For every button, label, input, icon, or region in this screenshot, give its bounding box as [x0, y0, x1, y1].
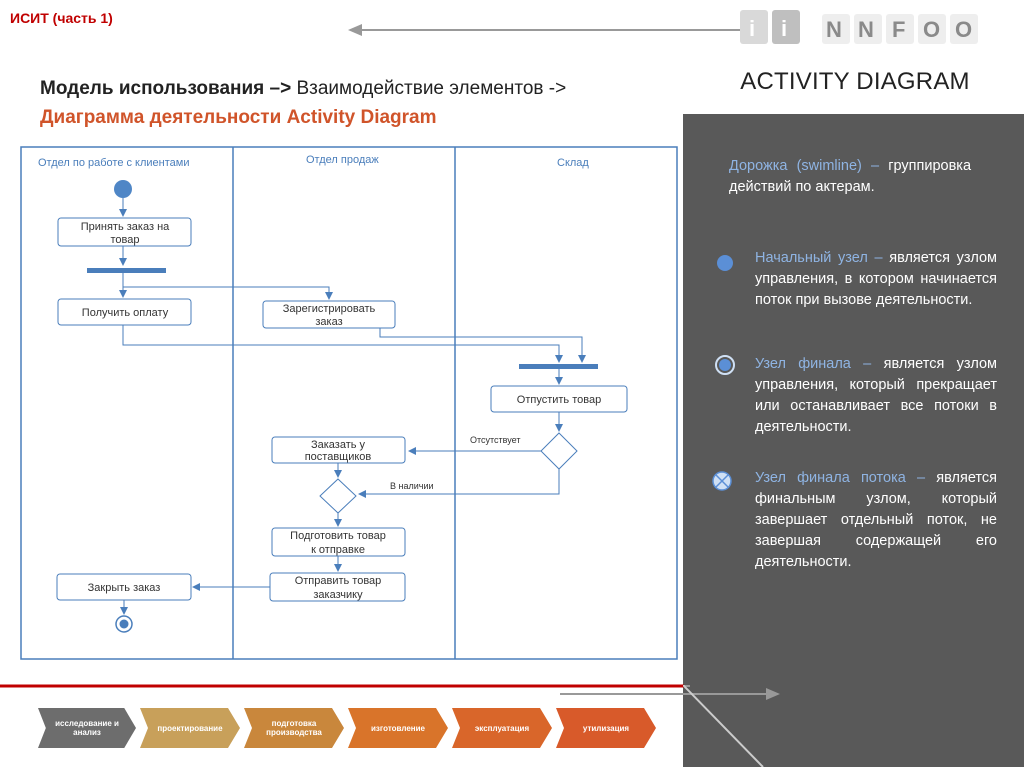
stage-research-label: исследование и анализ	[55, 719, 119, 737]
stage-operation-label: эксплуатация	[474, 723, 530, 733]
action-get-payment	[57, 298, 192, 326]
guard-available: В наличии	[390, 481, 434, 491]
title-rest-part: Взаимодействие элементов ->	[291, 78, 567, 99]
legend-initial-node: Начальный узел – является узлом управлен…	[755, 248, 997, 311]
register-order-line1: Зарегистрировать	[283, 303, 376, 315]
top-arrow-decoration	[348, 24, 748, 36]
bottom-arrow-decoration	[0, 684, 780, 700]
stage-design: проектирование	[140, 708, 240, 748]
accept-order-line1: Принять заказ на	[81, 221, 170, 233]
svg-text:N: N	[826, 17, 842, 42]
svg-text:i: i	[781, 16, 787, 41]
join-bar	[519, 364, 598, 369]
course-title: ИСИТ (часть 1)	[10, 10, 113, 26]
stage-preparation-label: подготовка производства	[266, 719, 322, 737]
action-register-order	[262, 300, 396, 329]
register-order-line2: заказ	[315, 316, 342, 328]
get-payment-label: Получить оплату	[82, 307, 169, 319]
legend-swimlane: Дорожка (swimline) – группировка действи…	[729, 156, 971, 198]
final-desc: является узлом управления, который прекр…	[755, 356, 998, 435]
prepare-line1: Подготовить товар	[290, 530, 386, 542]
stage-manufacturing: изготовление	[348, 708, 448, 748]
fork-bar-1	[87, 268, 166, 273]
svg-text:i: i	[749, 16, 755, 41]
order-suppliers-line1: Заказать у	[311, 439, 366, 451]
stage-research: исследование и анализ	[38, 708, 136, 748]
flowfinal-desc: является финальным узлом, который заверш…	[755, 470, 997, 570]
close-order-label: Закрыть заказ	[88, 582, 161, 594]
swimlane-desc: группировка действий по актерам.	[729, 158, 972, 195]
stage-manufacturing-label: изготовление	[371, 723, 425, 733]
stage-disposal: утилизация	[556, 708, 656, 748]
stage-design-label: проектирование	[157, 723, 223, 733]
final-node-core	[119, 619, 129, 629]
stage-operation: эксплуатация	[452, 708, 552, 748]
svg-text:O: O	[955, 17, 972, 42]
activity-diagram-heading: ACTIVITY DIAGRAM	[740, 68, 970, 95]
initial-node-icon	[717, 255, 733, 271]
swimlane-term: Дорожка (swimline) –	[729, 158, 880, 174]
svg-text:N: N	[858, 17, 874, 42]
prepare-line2: к отправке	[311, 544, 365, 556]
slide-title-line-1: Модель использования –> Взаимодействие э…	[40, 78, 566, 100]
legend-panel: Дорожка (swimline) – группировка действи…	[683, 114, 1024, 767]
innfoo-logo: i i N N F O O	[740, 10, 978, 44]
flow-available	[358, 469, 560, 498]
stage-preparation: подготовка производства	[244, 708, 344, 748]
stage-disposal-label: утилизация	[582, 723, 630, 733]
release-goods-label: Отпустить товар	[517, 394, 601, 406]
lane-label-sales: Отдел продаж	[306, 154, 379, 166]
flow-final-node-icon	[712, 471, 732, 491]
action-accept-order	[57, 217, 192, 247]
initial-desc: является узлом управления, в котором нач…	[755, 250, 997, 308]
guard-absent: Отсутствует	[470, 435, 520, 445]
accept-order-line2: товар	[111, 234, 140, 246]
flow-payment-join	[122, 325, 563, 363]
legend-final-node: Узел финала – является узлом управления,…	[755, 354, 997, 438]
lane-label-warehouse: Склад	[557, 157, 589, 169]
slide-title-line-2: Диаграмма деятельности Activity Diagram	[40, 107, 437, 128]
send-line1: Отправить товар	[295, 575, 382, 587]
flowfinal-term: Узел финала потока –	[755, 470, 926, 486]
initial-node	[114, 180, 132, 198]
lane-label-clients: Отдел по работе с клиентами	[38, 157, 190, 169]
send-line2: заказчику	[313, 589, 363, 601]
final-node-icon	[715, 355, 735, 375]
lifecycle-bar: исследование и анализ проектирование под…	[38, 708, 658, 750]
order-suppliers-line2: поставщиков	[305, 451, 372, 463]
legend-flow-final-node: Узел финала потока – является финальным …	[755, 468, 997, 573]
svg-text:F: F	[892, 17, 905, 42]
svg-text:O: O	[923, 17, 940, 42]
title-bold-part: Модель использования –>	[40, 78, 292, 99]
final-term: Узел финала –	[755, 356, 872, 372]
initial-term: Начальный узел –	[755, 250, 883, 266]
flow-fork-register	[123, 286, 333, 300]
diagonal-decoration	[683, 685, 764, 767]
flow-register-join	[379, 328, 586, 363]
